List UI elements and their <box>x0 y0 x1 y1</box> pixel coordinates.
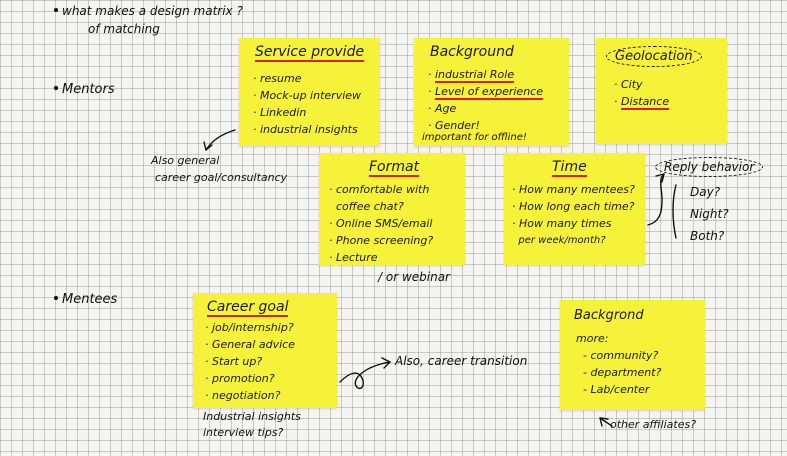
mentee-background-aside: other affiliates? <box>610 418 697 431</box>
list-item: · industrial insights <box>253 123 358 136</box>
bullet-dot <box>53 85 59 91</box>
list-item: · General advice <box>205 338 295 351</box>
mentee-background-note: Backgrond more: - community? - departmen… <box>560 300 705 410</box>
background-note: Background · industrial Role · Level of … <box>414 38 569 146</box>
list-item: · Lecture <box>329 251 378 264</box>
mentee-background-list: more: - community? - department? - Lab/c… <box>576 330 661 398</box>
format-aside: / or webinar <box>378 270 450 284</box>
career-goal-list: · job/internship? · General advice · Sta… <box>205 319 295 404</box>
service-aside-line-1: Also general <box>151 154 220 167</box>
format-title: Format <box>369 159 420 177</box>
service-aside-arrow-icon <box>205 129 236 151</box>
header-line-2: of matching <box>88 22 160 36</box>
mentee-background-title: Backgrond <box>574 308 644 323</box>
reply-bracket-icon <box>672 184 677 239</box>
service-provide-note: Service provide · resume · Mock-up inter… <box>239 38 380 146</box>
list-item: more: <box>576 332 609 345</box>
reply-item-day: Day? <box>690 185 721 199</box>
list-item: · Mock-up interview <box>253 89 362 102</box>
list-item: · Linkedin <box>253 106 307 119</box>
career-aside: Also, career transition <box>395 354 528 368</box>
geolocation-title: Geolocation <box>606 46 702 67</box>
geolocation-note: Geolocation · City · Distance <box>596 38 727 144</box>
list-item: · Age <box>428 102 457 115</box>
list-item: coffee chat? <box>336 200 404 213</box>
geolocation-list: · City · Distance <box>614 76 670 110</box>
bullet-dot <box>53 295 59 301</box>
list-item: · negotiation? <box>205 389 281 402</box>
list-item: · industrial Role <box>428 68 515 83</box>
list-item: - department? <box>583 366 662 379</box>
time-reply-arrow-icon <box>647 173 665 226</box>
format-note: Format · comfortable with coffee chat? ·… <box>319 153 465 265</box>
list-item: per week/month? <box>518 235 606 246</box>
format-list: · comfortable with coffee chat? · Online… <box>329 181 433 266</box>
list-item: · How many mentees? <box>512 183 635 196</box>
list-item: · How many times <box>512 217 612 230</box>
background-footnote: important for offline! <box>422 132 527 143</box>
career-goal-title: Career goal <box>207 299 289 317</box>
career-below-1: Industrial insights <box>203 410 301 423</box>
career-transition-arrow-icon <box>339 361 391 390</box>
label-mentees: Mentees <box>62 292 118 307</box>
career-below-2: interview tips? <box>203 426 284 439</box>
header-line-1: what makes a design matrix ? <box>62 4 243 18</box>
list-item: · resume <box>253 72 302 85</box>
list-item: · Online SMS/email <box>329 217 433 230</box>
background-list: · industrial Role · Level of experience … <box>428 66 543 134</box>
list-item: · City <box>614 78 643 91</box>
list-item: · Gender! <box>428 119 480 132</box>
time-note: Time · How many mentees? · How long each… <box>504 153 645 265</box>
list-item: - community? <box>583 349 659 362</box>
reply-item-night: Night? <box>690 207 729 221</box>
list-item: · Level of experience <box>428 85 543 100</box>
bullet-dot <box>53 7 59 13</box>
list-item: · comfortable with <box>329 183 430 196</box>
service-provide-title: Service provide <box>255 44 365 62</box>
affiliates-arrow-icon <box>599 417 613 427</box>
list-item: · promotion? <box>205 372 275 385</box>
list-item: · Distance <box>614 95 670 110</box>
background-title: Background <box>430 44 514 60</box>
list-item: · How long each time? <box>512 200 635 213</box>
time-title: Time <box>552 159 587 177</box>
service-aside-line-2: career goal/consultancy <box>155 171 288 184</box>
list-item: · Phone screening? <box>329 234 434 247</box>
reply-item-both: Both? <box>690 229 725 243</box>
list-item: · job/internship? <box>205 321 294 334</box>
list-item: · Start up? <box>205 355 263 368</box>
label-mentors: Mentors <box>62 82 115 97</box>
service-provide-list: · resume · Mock-up interview · Linkedin … <box>253 70 361 138</box>
time-list: · How many mentees? · How long each time… <box>512 181 635 249</box>
reply-behavior-title: Reply behavior <box>655 157 764 177</box>
career-goal-note: Career goal · job/internship? · General … <box>193 293 337 408</box>
list-item: - Lab/center <box>583 383 650 396</box>
